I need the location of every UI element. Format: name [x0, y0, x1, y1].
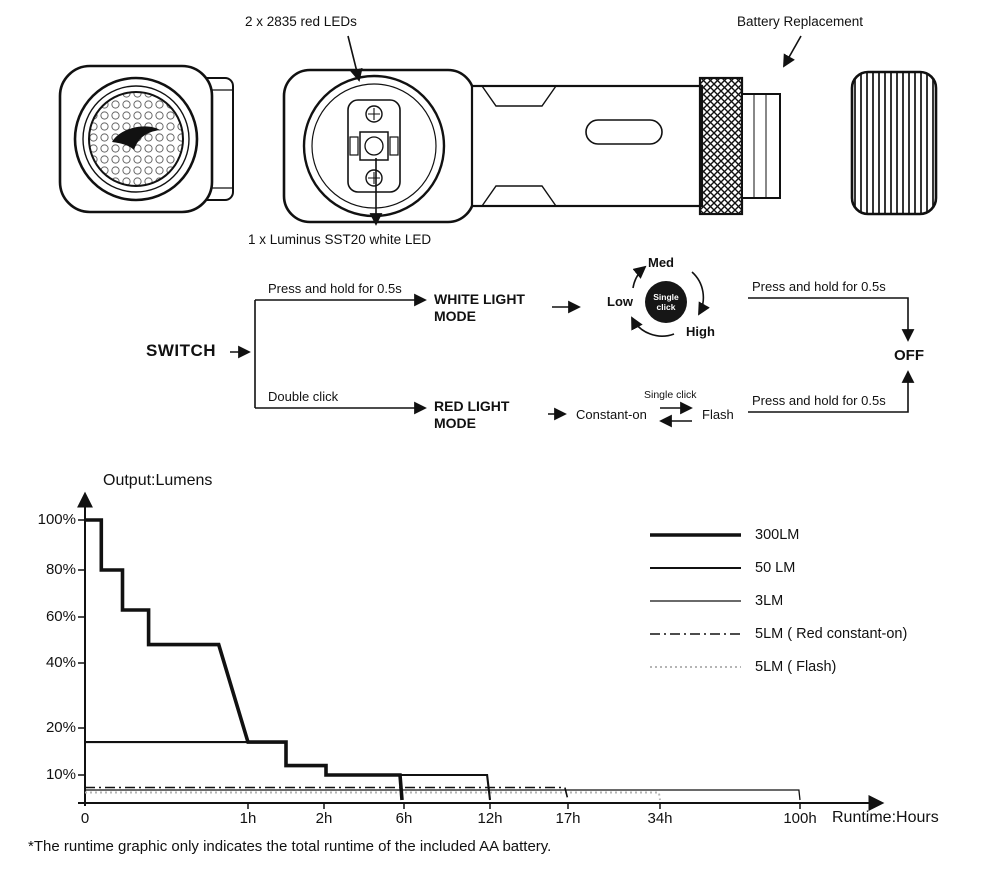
curve-300lm [85, 518, 404, 801]
chart-axes [77, 491, 885, 811]
legend-line-sample [650, 633, 741, 635]
battery-replacement-label: Battery Replacement [737, 14, 864, 29]
legend-label: 50 LM [755, 560, 796, 576]
chart-legend: 300LM 50 LM 3LM 5LM ( Red constant-on) 5LM (… [648, 527, 908, 675]
legend-item: 5LM ( Flash) [648, 659, 907, 675]
legend-item: 5LM ( Red constant-on) [648, 626, 908, 642]
x-tick-label: 1h [239, 810, 257, 827]
red-led-package [389, 136, 399, 156]
switch-label: SWITCH [146, 341, 217, 360]
press-hold-top-label: Press and hold for 0.5s [268, 281, 402, 296]
y-tick-label: 60% [45, 608, 76, 625]
white-light-mode-label: WHITE LIGHT MODE [434, 291, 525, 324]
double-click-label: Double click [268, 389, 339, 404]
legend-line-sample [650, 666, 741, 668]
y-axis-title: Output:Lumens [103, 472, 213, 489]
red-led-package [349, 136, 359, 156]
red-leds-label: 2 x 2835 red LEDs [245, 14, 357, 29]
y-tick-label: 80% [45, 561, 76, 578]
red-light-mode-label: RED LIGHT MODE [434, 398, 510, 431]
callout-arrows [347, 35, 802, 226]
axis-tick-marks [78, 519, 801, 809]
constant-on-label: Constant-on [576, 407, 647, 422]
x-tick-label: 100h [783, 810, 817, 827]
battery-pointer-arrow [783, 35, 802, 68]
chart-footnote: *The runtime graphic only indicates the … [28, 838, 552, 855]
off-label: OFF [894, 347, 924, 364]
high-label: High [686, 324, 715, 339]
x-tick-label: 0 [80, 810, 90, 827]
press-hold-white-label: Press and hold for 0.5s [752, 279, 886, 294]
legend-label: 5LM ( Red constant-on) [755, 626, 908, 642]
x-tick-label: 12h [477, 810, 503, 827]
flashlight-exploded-drawing [282, 68, 938, 224]
legend-label: 300LM [755, 527, 800, 543]
x-tick-label: 6h [395, 810, 413, 827]
single-click-center-label: Single click [653, 292, 679, 312]
legend-line-sample [650, 566, 741, 570]
y-tick-label: 40% [45, 654, 76, 671]
tube-slot [585, 119, 663, 145]
red-leds-pointer-arrow [347, 35, 363, 82]
legend-item: 300LM [648, 527, 907, 543]
single-click-button-circle [645, 281, 687, 323]
white-led-package [359, 131, 389, 161]
tail-cap [850, 70, 938, 216]
screw-icon [365, 105, 383, 123]
x-tick-label: 34h [647, 810, 673, 827]
threaded-neck [741, 93, 781, 199]
battery-tube [470, 84, 704, 208]
legend-label: 5LM ( Flash) [755, 659, 837, 675]
legend-item: 50 LM [648, 560, 907, 576]
x-axis-title: Runtime:Hours [832, 809, 939, 826]
legend-line-sample [650, 533, 741, 537]
press-hold-red-label: Press and hold for 0.5s [752, 393, 886, 408]
flow-diagram-lines [230, 265, 915, 428]
y-tick-label: 10% [45, 766, 76, 783]
curve-3lm [85, 789, 801, 801]
med-label: Med [648, 255, 674, 270]
legend-line-sample [650, 600, 741, 602]
flash-label: Flash [702, 407, 734, 422]
y-tick-label: 100% [37, 511, 76, 528]
screw-icon [365, 169, 383, 187]
knurled-ring [698, 76, 744, 216]
single-click-small-label: Single click [644, 389, 697, 401]
legend-item: 3LM [648, 593, 907, 609]
curve-5lm-red-constant-on- [85, 786, 569, 801]
curve-5lm-flash- [85, 791, 661, 801]
headlamp-front-view-drawing [58, 64, 234, 214]
legend-label: 3LM [755, 593, 784, 609]
brand-logo-icon [112, 126, 160, 150]
chart-curves [85, 518, 801, 801]
y-tick-label: 20% [45, 719, 76, 736]
white-led-label: 1 x Luminus SST20 white LED [248, 232, 432, 247]
x-tick-label: 17h [555, 810, 581, 827]
led-board [347, 99, 401, 193]
x-tick-label: 2h [315, 810, 333, 827]
low-label: Low [607, 294, 633, 309]
